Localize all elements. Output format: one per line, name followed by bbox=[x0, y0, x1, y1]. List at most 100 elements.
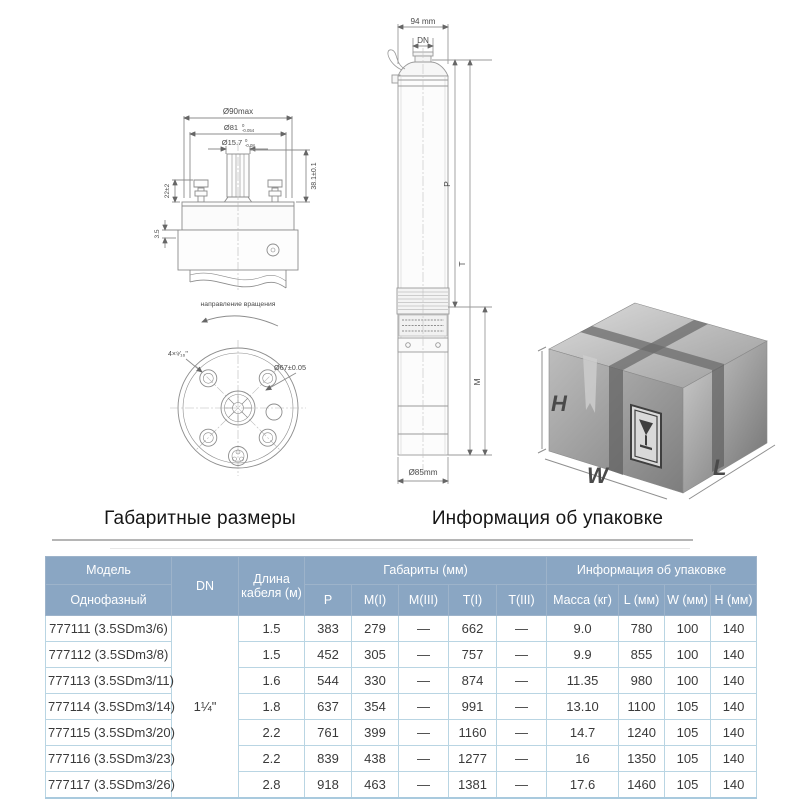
m3-cell: — bbox=[398, 719, 449, 746]
cable-cell: 2.8 bbox=[238, 771, 305, 799]
header-t1: T(I) bbox=[448, 584, 497, 616]
p-cell: 544 bbox=[304, 667, 352, 694]
title-divider bbox=[52, 539, 693, 541]
packaging-section-title: Информация об упаковке bbox=[431, 508, 664, 529]
m1-cell: 279 bbox=[351, 615, 399, 642]
header-cable: Длина кабеля (м) bbox=[238, 556, 305, 616]
t1-cell: 991 bbox=[448, 693, 497, 720]
model-cell: 777114 (3.5SDm3/14) bbox=[45, 693, 175, 720]
m1-cell: 463 bbox=[351, 771, 399, 799]
m1-cell: 330 bbox=[351, 667, 399, 694]
svg-text:-0.054: -0.054 bbox=[242, 128, 255, 133]
m3-cell: — bbox=[398, 771, 449, 799]
l-cell: 1240 bbox=[618, 719, 666, 746]
t3-cell: — bbox=[495, 745, 548, 772]
m3-cell: — bbox=[398, 693, 449, 720]
l-cell: 1460 bbox=[618, 771, 666, 799]
dim-dn-label: DN bbox=[417, 36, 429, 45]
t3-cell: — bbox=[495, 641, 548, 668]
l-cell: 980 bbox=[618, 667, 666, 694]
dimensions-section-title: Габаритные размеры bbox=[104, 508, 296, 529]
model-cell: 777115 (3.5SDm3/20) bbox=[45, 719, 175, 746]
p-cell: 761 bbox=[304, 719, 352, 746]
dim-t-label: T bbox=[457, 261, 467, 266]
m1-cell: 354 bbox=[351, 693, 399, 720]
dim-m-label: M bbox=[472, 378, 482, 385]
w-cell: 105 bbox=[664, 745, 712, 772]
header-dn: DN bbox=[171, 556, 239, 616]
mass-cell: 9.9 bbox=[546, 641, 620, 668]
model-cell: 777113 (3.5SDm3/11) bbox=[45, 667, 174, 694]
mass-cell: 13.10 bbox=[546, 693, 620, 720]
m3-cell: — bbox=[398, 641, 449, 668]
header-dims-group: Габариты (мм) bbox=[303, 556, 548, 585]
l-cell: 780 bbox=[618, 615, 666, 642]
m3-cell: — bbox=[398, 745, 449, 772]
cable-cell: 1.8 bbox=[238, 693, 305, 720]
mass-cell: 11.35 bbox=[546, 667, 620, 694]
p-cell: 452 bbox=[304, 641, 352, 668]
header-m3: M(III) bbox=[398, 584, 449, 616]
model-cell: 777116 (3.5SDm3/23) bbox=[45, 745, 175, 772]
dim-dia81-label: Ø81 bbox=[224, 123, 238, 132]
svg-text:-0.08: -0.08 bbox=[245, 143, 255, 148]
model-cell: 777112 (3.5SDm3/8) bbox=[45, 641, 172, 668]
mass-cell: 14.7 bbox=[546, 719, 620, 746]
header-model-sub: Однофазный bbox=[45, 584, 172, 616]
t1-cell: 874 bbox=[448, 667, 497, 694]
p-cell: 637 bbox=[304, 693, 352, 720]
mass-cell: 16 bbox=[546, 745, 620, 772]
svg-text:0: 0 bbox=[245, 138, 248, 143]
h-cell: 140 bbox=[710, 745, 758, 772]
header-pack-group: Информация об упаковке bbox=[546, 556, 758, 585]
rotation-direction-label: направление вращения bbox=[201, 301, 276, 308]
header-model: Модель bbox=[45, 556, 172, 585]
title-divider-soft bbox=[110, 548, 690, 549]
box-l-label: L bbox=[713, 455, 726, 480]
t1-cell: 1277 bbox=[448, 745, 497, 772]
dim-dia157-label: Ø15.7 bbox=[222, 138, 242, 147]
m3-cell: — bbox=[398, 615, 449, 642]
dim-35-label: 3.5 bbox=[154, 229, 161, 238]
model-cell: 777111 (3.5SDm3/6) bbox=[45, 615, 172, 642]
cable-cell: 1.6 bbox=[238, 667, 305, 694]
w-cell: 100 bbox=[664, 667, 712, 694]
mass-cell: 17.6 bbox=[546, 771, 620, 799]
t3-cell: — bbox=[495, 615, 548, 642]
m1-cell: 305 bbox=[351, 641, 399, 668]
h-cell: 140 bbox=[710, 719, 758, 746]
t3-cell: — bbox=[495, 719, 548, 746]
m1-cell: 438 bbox=[351, 745, 399, 772]
flange-drawing: направление вращения 4×⁹⁄₁₆" Ø67±0.05 bbox=[168, 301, 306, 476]
m1-cell: 399 bbox=[351, 719, 399, 746]
t1-cell: 1160 bbox=[448, 719, 497, 746]
dim-94mm-label: 94 mm bbox=[410, 17, 435, 26]
model-cell: 777117 (3.5SDm3/26) bbox=[45, 771, 175, 799]
t3-cell: — bbox=[495, 693, 548, 720]
w-cell: 105 bbox=[664, 719, 712, 746]
h-cell: 140 bbox=[710, 771, 758, 799]
dim-38-label: 38.1±0.1 bbox=[311, 162, 318, 189]
h-cell: 140 bbox=[710, 667, 758, 694]
header-mass: Масса (кг) bbox=[546, 584, 620, 616]
pump-head-drawing: Ø90max Ø81 0 -0.054 Ø15.7 0 -0.08 38.1±0… bbox=[154, 107, 318, 290]
dim-p-label: P bbox=[442, 181, 452, 187]
t3-cell: — bbox=[495, 667, 548, 694]
m3-cell: — bbox=[398, 667, 449, 694]
box-h-label: H bbox=[551, 391, 568, 416]
header-m1: M(I) bbox=[351, 584, 399, 616]
dim-dia85-label: Ø85mm bbox=[408, 468, 437, 477]
fragile-glass-icon bbox=[630, 403, 662, 469]
header-w: W (мм) bbox=[664, 584, 712, 616]
box-w-label: W bbox=[587, 463, 610, 488]
header-h: H (мм) bbox=[710, 584, 758, 616]
h-cell: 140 bbox=[710, 615, 758, 642]
header-l: L (мм) bbox=[618, 584, 666, 616]
t1-cell: 757 bbox=[448, 641, 497, 668]
